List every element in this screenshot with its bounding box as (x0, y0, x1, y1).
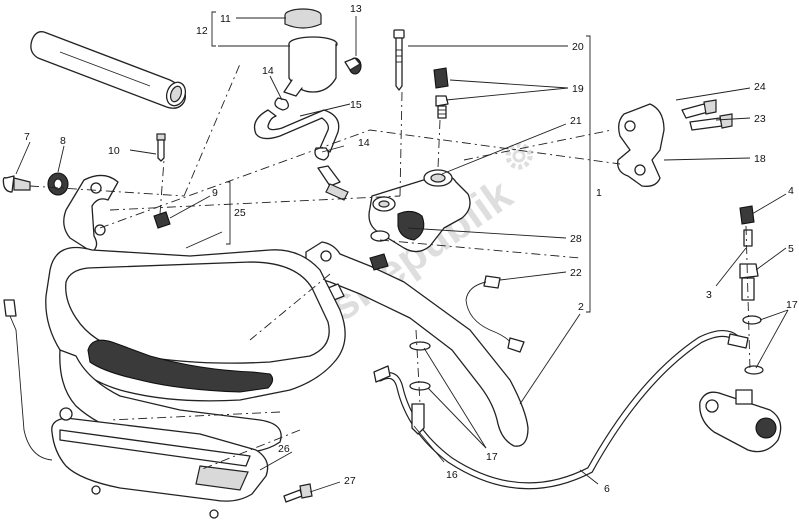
callout-labels: 1 2 3 4 5 6 7 8 9 10 11 12 13 14 14 15 1… (24, 3, 798, 495)
callout-5: 5 (788, 243, 794, 255)
callout-7: 7 (24, 131, 30, 143)
callout-20: 20 (572, 41, 584, 53)
callout-4: 4 (788, 185, 794, 197)
callout-3: 3 (706, 289, 712, 301)
callout-10: 10 (108, 145, 120, 157)
bar-end-parts (2, 133, 171, 229)
callout-28: 28 (570, 233, 582, 245)
callout-12: 12 (196, 25, 208, 37)
pivot-bolt (393, 29, 405, 91)
callout-23: 23 (754, 113, 766, 125)
callout-17b: 17 (786, 299, 798, 311)
callout-17a: 17 (486, 451, 498, 463)
handlebar-grip (30, 31, 187, 109)
callout-26: 26 (278, 443, 290, 455)
callout-14b: 14 (358, 137, 370, 149)
signal-bolt (283, 483, 313, 503)
handguard (45, 174, 346, 454)
slave-cylinder (699, 389, 782, 453)
mount-bracket (617, 99, 733, 187)
callout-25: 25 (234, 207, 246, 219)
bleed-nipple (433, 67, 449, 119)
banjo-bolt (409, 341, 431, 435)
switch-wire (465, 275, 525, 353)
gear-watermark-icon (505, 142, 533, 170)
callout-13: 13 (350, 3, 362, 15)
callout-9: 9 (212, 187, 218, 199)
callout-14a: 14 (262, 65, 274, 77)
master-cylinder (368, 169, 471, 253)
callout-15: 15 (350, 99, 362, 111)
callout-19: 19 (572, 83, 584, 95)
callout-16: 16 (446, 469, 458, 481)
clutch-lever (305, 241, 529, 447)
reservoir-hose (253, 97, 349, 201)
hydraulic-hose (373, 330, 749, 490)
callout-18: 18 (754, 153, 766, 165)
callout-6: 6 (604, 483, 610, 495)
turn-signal (3, 299, 269, 519)
callout-27: 27 (344, 475, 356, 487)
callout-2: 2 (578, 301, 584, 313)
callout-8: 8 (60, 135, 66, 147)
callout-21: 21 (570, 115, 582, 127)
fluid-reservoir (283, 8, 362, 97)
callout-22: 22 (570, 267, 582, 279)
callout-1: 1 (596, 187, 602, 199)
hose-fittings (739, 205, 764, 375)
leader-lines (15, 11, 789, 493)
callout-11: 11 (220, 13, 231, 25)
callout-24: 24 (754, 81, 766, 93)
